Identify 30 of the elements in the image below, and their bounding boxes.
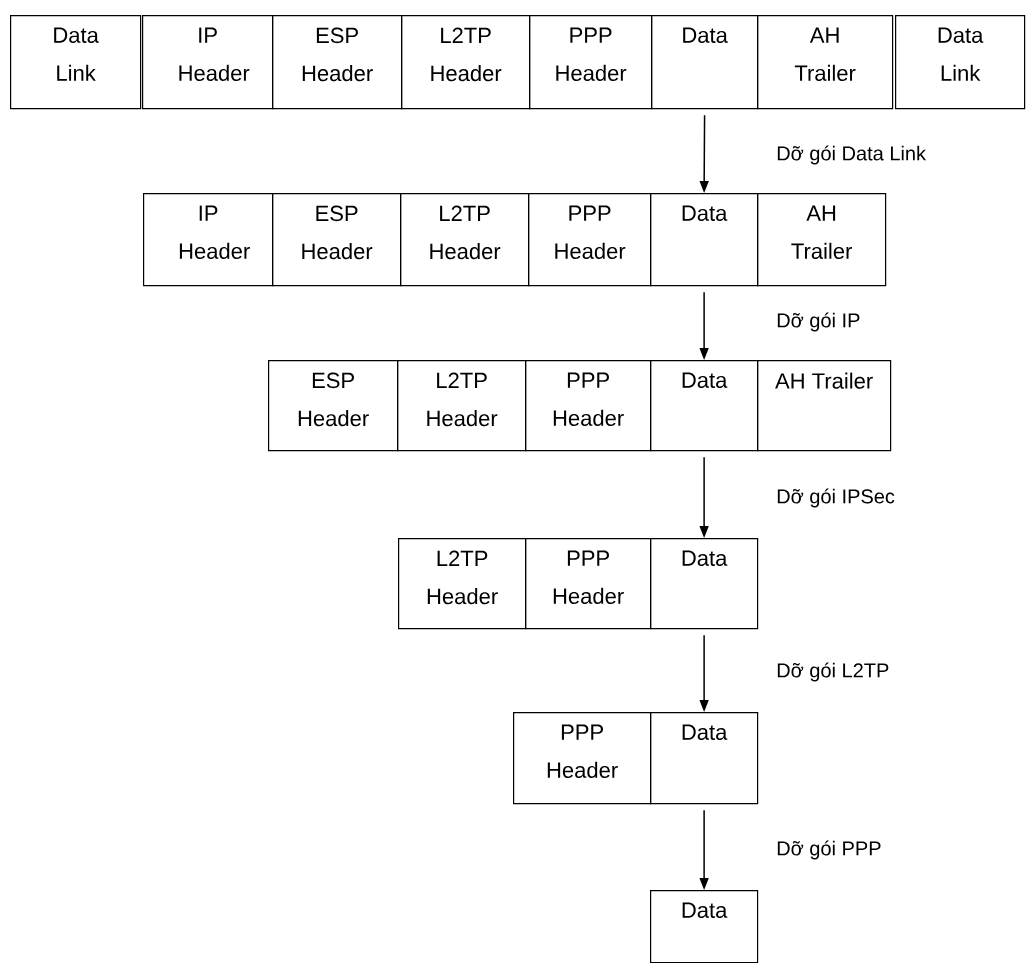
edge-label: Dỡ gói IPSec xyxy=(777,488,895,508)
header-field-box: AH Trailer xyxy=(757,193,887,287)
header-field-box: PPP Header xyxy=(529,15,653,110)
header-field-box: IP Header xyxy=(142,15,274,110)
header-field-box: Data xyxy=(650,538,759,630)
header-field-box: PPP Header xyxy=(525,538,652,630)
header-field-box: Data xyxy=(650,193,759,287)
header-field-box: Data xyxy=(650,712,759,805)
header-field-box: PPP Header xyxy=(513,712,652,805)
header-field-box: AH Trailer xyxy=(757,360,892,452)
header-field-box: Data Link xyxy=(895,15,1026,110)
header-field-box: AH Trailer xyxy=(757,15,894,110)
header-field-box: L2TP Header xyxy=(398,538,527,630)
header-field-box: Data xyxy=(651,15,759,110)
edge-label: Dỡ gói Data Link xyxy=(777,145,927,165)
header-field-box: Data Link xyxy=(10,15,142,110)
header-field-box: ESP Header xyxy=(272,193,402,287)
edge-label: Dỡ gói IP xyxy=(777,312,860,332)
header-field-box: L2TP Header xyxy=(397,360,527,452)
header-field-box: ESP Header xyxy=(272,15,403,110)
edge-label: Dỡ gói L2TP xyxy=(777,662,889,682)
header-field-box: L2TP Header xyxy=(401,15,531,110)
header-field-box: Data xyxy=(650,890,759,963)
header-field-box: Data xyxy=(650,360,759,452)
header-field-box: PPP Header xyxy=(528,193,652,287)
edge-label: Dỡ gói PPP xyxy=(777,840,881,860)
header-field-box: IP Header xyxy=(143,193,274,287)
header-field-box: L2TP Header xyxy=(400,193,530,287)
header-field-box: PPP Header xyxy=(525,360,652,452)
header-field-box: ESP Header xyxy=(268,360,399,452)
